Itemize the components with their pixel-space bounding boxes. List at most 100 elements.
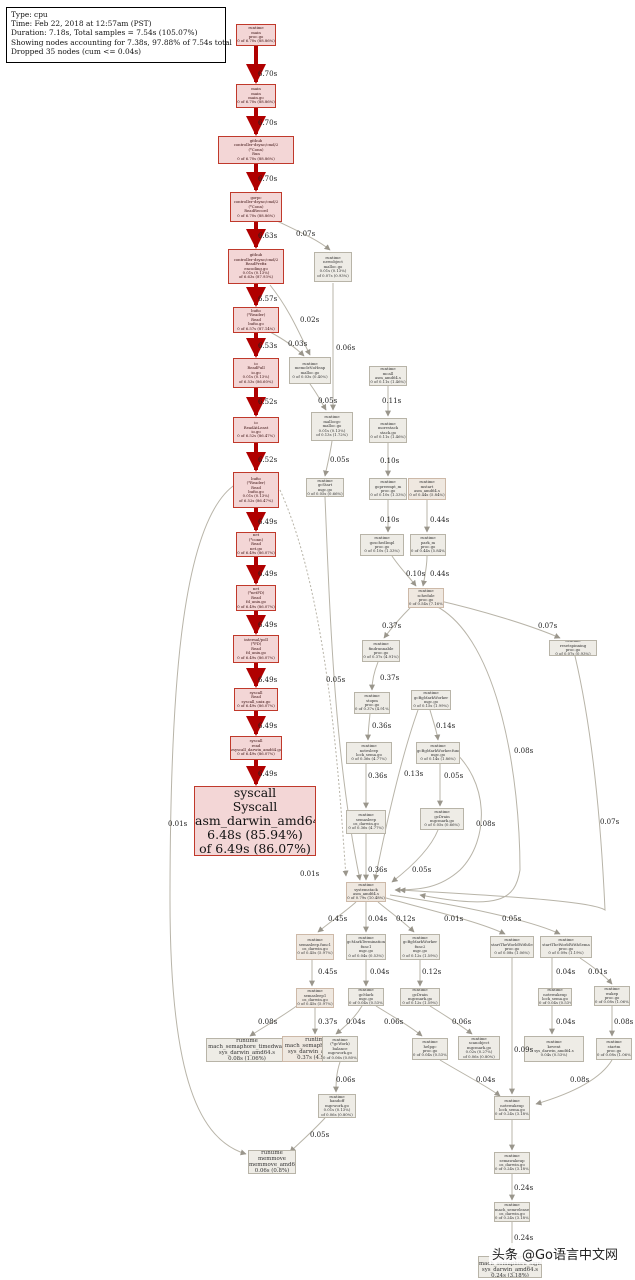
legend-duration: Duration: 7.18s, Total samples = 7.54s (…	[11, 28, 198, 38]
edge-label-e-drain-sys: 0.05s	[412, 866, 432, 874]
node-line: goschedImpl	[369, 539, 395, 545]
edge-left-memmove	[169, 483, 247, 1156]
node-line: Read	[251, 316, 261, 322]
node-line: proc.go	[422, 1048, 438, 1053]
edge-label-e-gcbg2-drain: 0.12s	[422, 968, 442, 976]
node-line: startTheWorldWithSema	[491, 941, 534, 947]
node-line: 0 of 0.04s (0.53%)	[539, 1000, 572, 1006]
node-line: 0.04s (0.53%)	[540, 1052, 568, 1058]
node-line: lock_sema.go	[356, 752, 382, 757]
node-line: proc.go	[420, 544, 436, 549]
node-line: of 0.06s (0.80%)	[321, 1111, 353, 1117]
node-line: gcMarkTermination	[347, 939, 386, 945]
node-line: github	[249, 137, 263, 143]
node-line: mgc.go	[358, 948, 374, 954]
node-line: of 6.52s (86.47%)	[239, 497, 273, 503]
edge-label-e-sys-start: 0.01s	[444, 915, 464, 923]
node-line: runtime	[504, 937, 520, 943]
edge-label-e-note0-kevent: 0.04s	[556, 1018, 576, 1026]
node-line: runtime	[434, 809, 450, 815]
node-line: sys_darwin_amd64.s	[534, 1048, 574, 1053]
edge-label-e-start-notewake: 0.09s	[514, 1046, 534, 1054]
edge-label-e-pre-gosched: 0.10s	[380, 516, 400, 524]
node-line: 0 of 0.15s (1.99%)	[413, 703, 449, 709]
node-line: semawakeup	[499, 1157, 525, 1163]
node-line: 0.08s (1.06%)	[228, 1056, 266, 1062]
node-line: proc.go	[606, 1048, 622, 1053]
node-line: gcBgMarkWorker.func2	[417, 747, 460, 753]
edge-label-e-wakeup-startm: 0.08s	[614, 1018, 634, 1026]
node-line: mgcmark.go	[407, 996, 433, 1001]
edge-label-e-gosched-sched: 0.10s	[406, 570, 426, 578]
edge-drain-sys	[391, 829, 439, 883]
edge-bufio-memclr	[269, 331, 305, 357]
edge-label-e-find-stop: 0.37s	[380, 674, 400, 682]
edge-label-e7: 6.52s	[258, 398, 278, 406]
node-line: mgc.go	[423, 699, 439, 704]
node-line: memclrNoHeap	[294, 365, 326, 371]
node-line: gcDrain	[412, 991, 428, 997]
node-line: 0 of 0.04s (0.53%)	[349, 1000, 384, 1006]
node-line: 0 of 0.37s (4.91%)	[363, 654, 399, 660]
cold-edges	[169, 219, 615, 1255]
node-line: semasleep.func1	[298, 941, 332, 947]
edge-label-e3: 6.70s	[258, 175, 278, 183]
